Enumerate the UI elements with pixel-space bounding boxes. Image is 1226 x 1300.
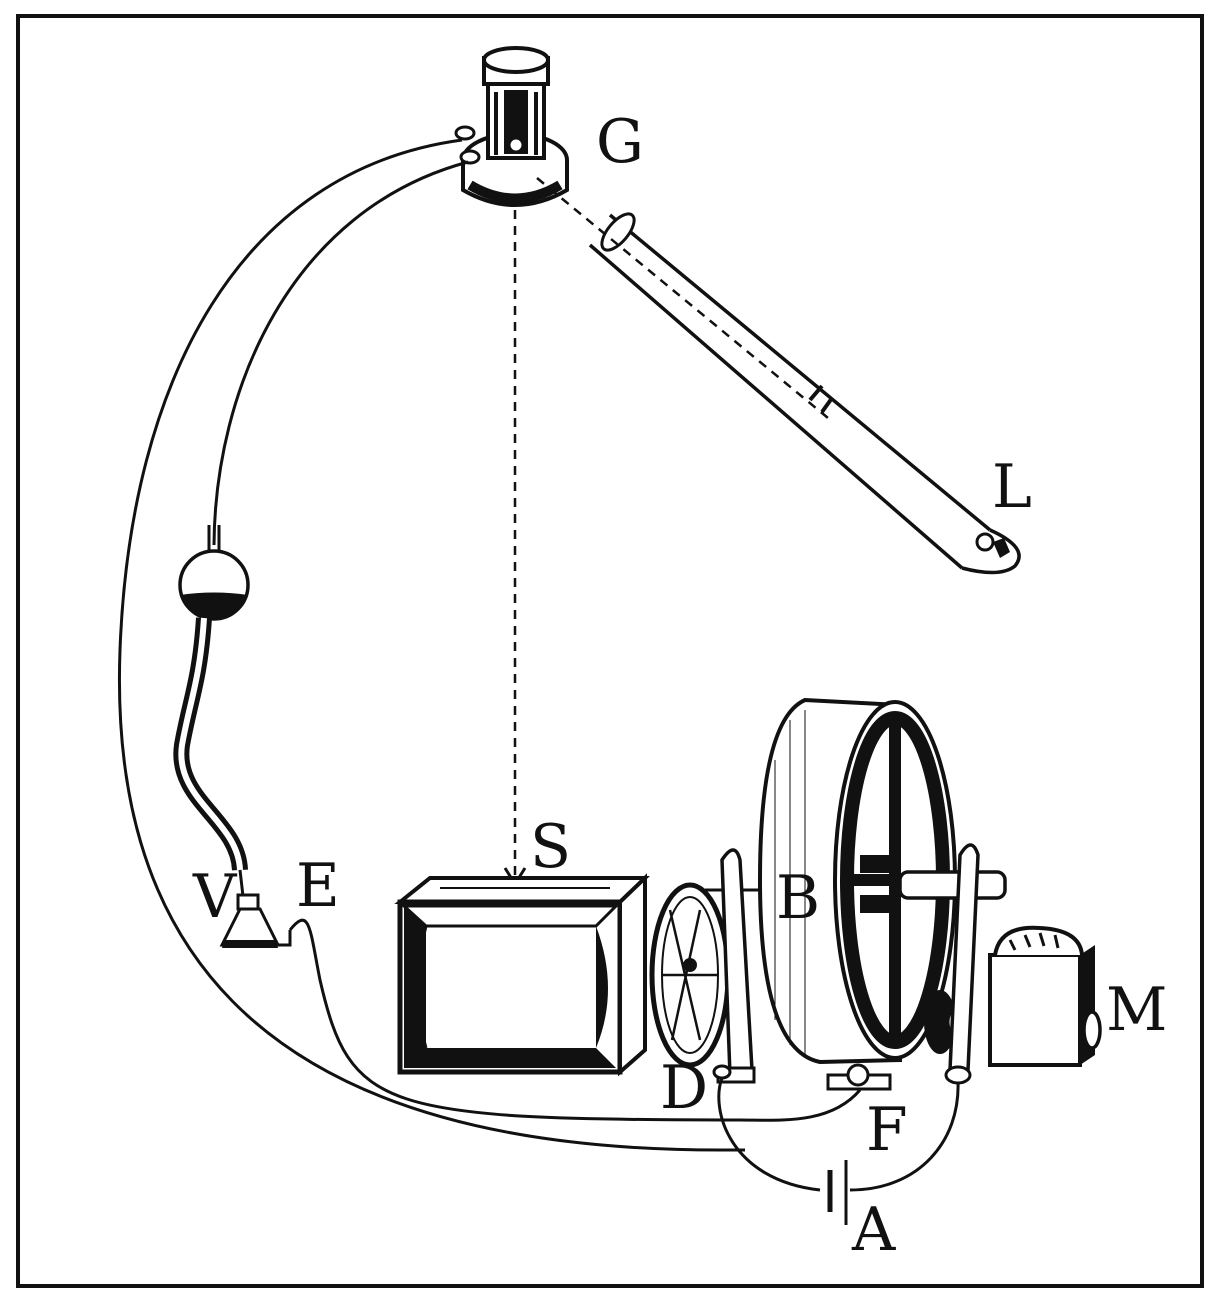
- label-f: F: [866, 1095, 908, 1165]
- label-e: E: [296, 851, 340, 921]
- capillary-recorder: [173, 525, 250, 906]
- light-tube: [536, 177, 1021, 575]
- lamp-bulb: [975, 532, 1010, 558]
- flask: [219, 893, 292, 948]
- right-stand: [944, 843, 980, 1085]
- battery: [827, 1160, 848, 1225]
- wire-outer: [117, 138, 745, 1152]
- recording-drum: [394, 873, 650, 1077]
- galvanometer: [454, 46, 569, 207]
- flywheel: [757, 697, 1007, 1065]
- wire-inner: [212, 160, 469, 546]
- switch-f: [826, 1063, 892, 1091]
- pulley-wheel: [649, 882, 760, 1068]
- figure-frame: [16, 14, 1204, 1288]
- label-l: L: [992, 452, 1032, 522]
- label-g: G: [596, 107, 644, 177]
- label-b: B: [776, 863, 820, 933]
- wire-d: [717, 1077, 821, 1192]
- label-d: D: [660, 1053, 708, 1123]
- left-stand: [712, 848, 756, 1084]
- label-v: V: [192, 862, 238, 932]
- wire-m: [849, 1081, 960, 1192]
- wire-e: [288, 918, 862, 1122]
- label-s: S: [530, 812, 571, 882]
- label-m: M: [1106, 975, 1167, 1045]
- label-a: A: [851, 1195, 896, 1265]
- motor: [988, 925, 1102, 1067]
